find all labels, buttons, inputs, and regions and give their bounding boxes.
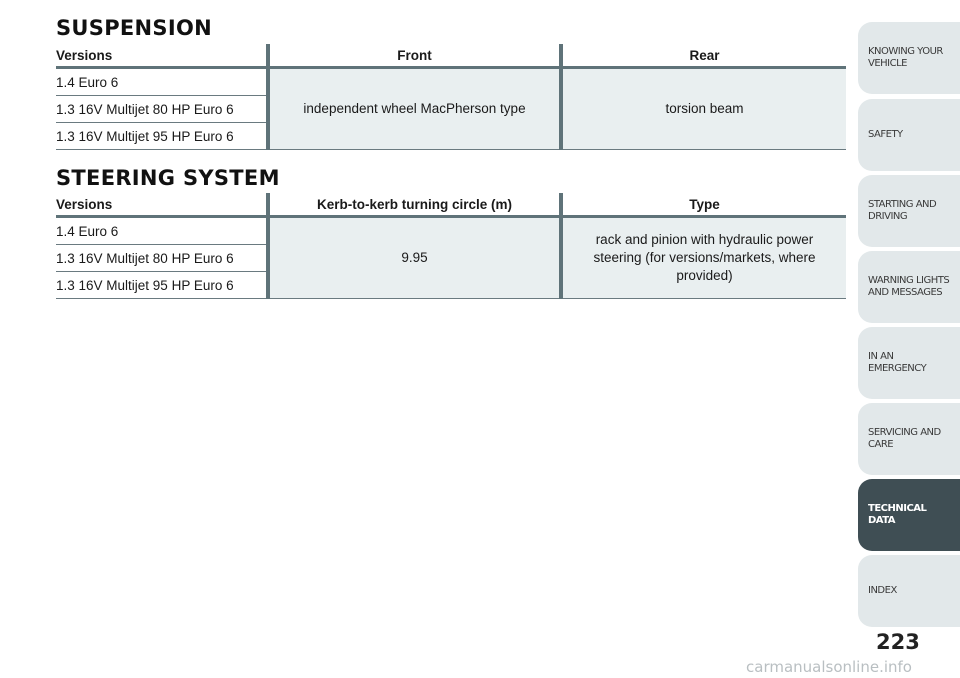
front-header: Front bbox=[266, 44, 561, 69]
version-cell: 1.3 16V Multijet 80 HP Euro 6 bbox=[56, 95, 268, 123]
table-header-row: Versions Kerb-to-kerb turning circle (m)… bbox=[56, 193, 846, 218]
tab-warning-lights[interactable]: WARNING LIGHTS AND MESSAGES bbox=[858, 251, 960, 323]
tab-label: STARTING AND DRIVING bbox=[868, 199, 937, 222]
tab-knowing-your-vehicle[interactable]: KNOWING YOUR VEHICLE bbox=[858, 22, 960, 94]
tab-label: TECHNICAL DATA bbox=[868, 503, 927, 526]
tab-technical-data[interactable]: TECHNICAL DATA bbox=[858, 479, 960, 551]
table-row: 1.3 16V Multijet 95 HP Euro 6 bbox=[56, 122, 846, 150]
rear-header: Rear bbox=[559, 44, 846, 69]
tab-starting-and-driving[interactable]: STARTING AND DRIVING bbox=[858, 175, 960, 247]
table-row: 1.3 16V Multijet 80 HP Euro 6 bbox=[56, 244, 846, 272]
table-row: 1.3 16V Multijet 80 HP Euro 6 bbox=[56, 95, 846, 123]
tab-label: SAFETY bbox=[868, 129, 903, 140]
tab-index[interactable]: INDEX bbox=[858, 555, 960, 627]
watermark: carmanualsonline.info bbox=[746, 658, 912, 676]
tab-in-an-emergency[interactable]: IN AN EMERGENCY bbox=[858, 327, 960, 399]
versions-header: Versions bbox=[56, 44, 268, 69]
table-row: 1.3 16V Multijet 95 HP Euro 6 bbox=[56, 271, 846, 299]
suspension-heading: SUSPENSION bbox=[56, 16, 212, 40]
table-header-row: Versions Front Rear bbox=[56, 44, 846, 69]
type-header: Type bbox=[559, 193, 846, 218]
steering-type-value: rack and pinion with hydraulic power ste… bbox=[559, 216, 846, 299]
tab-label: SERVICING AND CARE bbox=[868, 427, 941, 450]
rear-suspension-value: torsion beam bbox=[559, 67, 846, 150]
tab-label: WARNING LIGHTS AND MESSAGES bbox=[868, 275, 950, 298]
tab-servicing-and-care[interactable]: SERVICING AND CARE bbox=[858, 403, 960, 475]
suspension-table: Versions Front Rear 1.4 Euro 6 independe… bbox=[56, 44, 846, 150]
version-cell: 1.3 16V Multijet 95 HP Euro 6 bbox=[56, 271, 268, 299]
tab-label: KNOWING YOUR VEHICLE bbox=[868, 46, 943, 69]
version-cell: 1.4 Euro 6 bbox=[56, 67, 268, 96]
tab-safety[interactable]: SAFETY bbox=[858, 99, 960, 171]
tab-label: IN AN EMERGENCY bbox=[868, 351, 927, 374]
version-cell: 1.3 16V Multijet 80 HP Euro 6 bbox=[56, 244, 268, 272]
versions-header: Versions bbox=[56, 193, 268, 218]
steering-table: Versions Kerb-to-kerb turning circle (m)… bbox=[56, 193, 846, 299]
version-cell: 1.3 16V Multijet 95 HP Euro 6 bbox=[56, 122, 268, 150]
version-cell: 1.4 Euro 6 bbox=[56, 216, 268, 245]
front-suspension-value: independent wheel MacPherson type bbox=[266, 67, 561, 150]
table-row: 1.4 Euro 6 independent wheel MacPherson … bbox=[56, 67, 846, 150]
table-row: 1.4 Euro 6 9.95 rack and pinion with hyd… bbox=[56, 216, 846, 299]
tab-label: INDEX bbox=[868, 585, 897, 596]
turning-circle-header: Kerb-to-kerb turning circle (m) bbox=[266, 193, 561, 218]
turning-circle-value: 9.95 bbox=[266, 216, 561, 299]
page-number: 223 bbox=[876, 630, 920, 654]
steering-heading: STEERING SYSTEM bbox=[56, 166, 280, 190]
